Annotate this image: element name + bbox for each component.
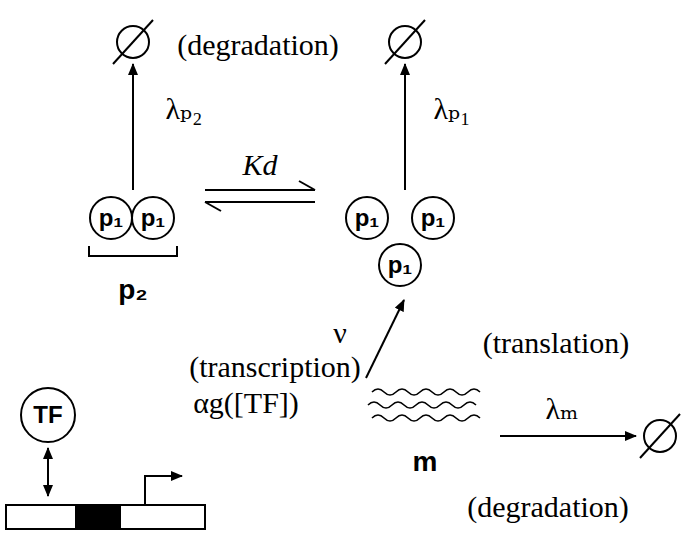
node-text: TF xyxy=(33,403,62,427)
node-text: p₁ xyxy=(355,206,380,230)
promoter-arrow xyxy=(145,476,182,505)
node-text: p₁ xyxy=(388,253,413,277)
process-label: (degradation) xyxy=(467,490,629,523)
binding-site xyxy=(75,505,121,529)
translation-arrow xyxy=(366,300,404,378)
transcription-factor-circle: TF xyxy=(20,387,76,443)
rate-label: ν xyxy=(333,316,347,349)
dimer-bracket xyxy=(89,246,177,256)
degradation-arrow xyxy=(500,435,636,437)
rate-label: λₚ₂ xyxy=(165,92,202,125)
process-label: (translation) xyxy=(483,326,630,359)
node-text: p₁ xyxy=(421,206,446,230)
rate-label: λₘ xyxy=(546,392,579,425)
protein-circle: p₁ xyxy=(345,196,389,240)
species-label: m xyxy=(413,447,438,478)
process-label: (transcription) xyxy=(189,350,361,383)
process-label: (degradation) xyxy=(177,28,339,61)
empty-set-symbol xyxy=(385,20,425,64)
rate-label: αg([TF]) xyxy=(193,386,299,419)
empty-set-symbol xyxy=(113,20,153,64)
node-text: p₁ xyxy=(141,206,166,230)
mrna-strands xyxy=(368,389,480,421)
empty-set-symbol xyxy=(640,414,680,458)
equilibrium-arrows xyxy=(205,181,315,211)
edge-label: Kd xyxy=(239,148,280,181)
node-text: p₁ xyxy=(99,206,124,230)
protein-circle: p₁ xyxy=(411,196,455,240)
protein-circle: p₁ xyxy=(131,196,175,240)
protein-circle: p₁ xyxy=(378,243,422,287)
degradation-arrow xyxy=(404,64,406,190)
degradation-arrow xyxy=(132,64,134,190)
species-label: p₂ xyxy=(118,275,148,306)
gene-strip xyxy=(6,505,205,529)
binding-arrow xyxy=(47,448,49,496)
rate-label: λₚ₁ xyxy=(433,92,470,125)
protein-circle: p₁ xyxy=(89,196,133,240)
